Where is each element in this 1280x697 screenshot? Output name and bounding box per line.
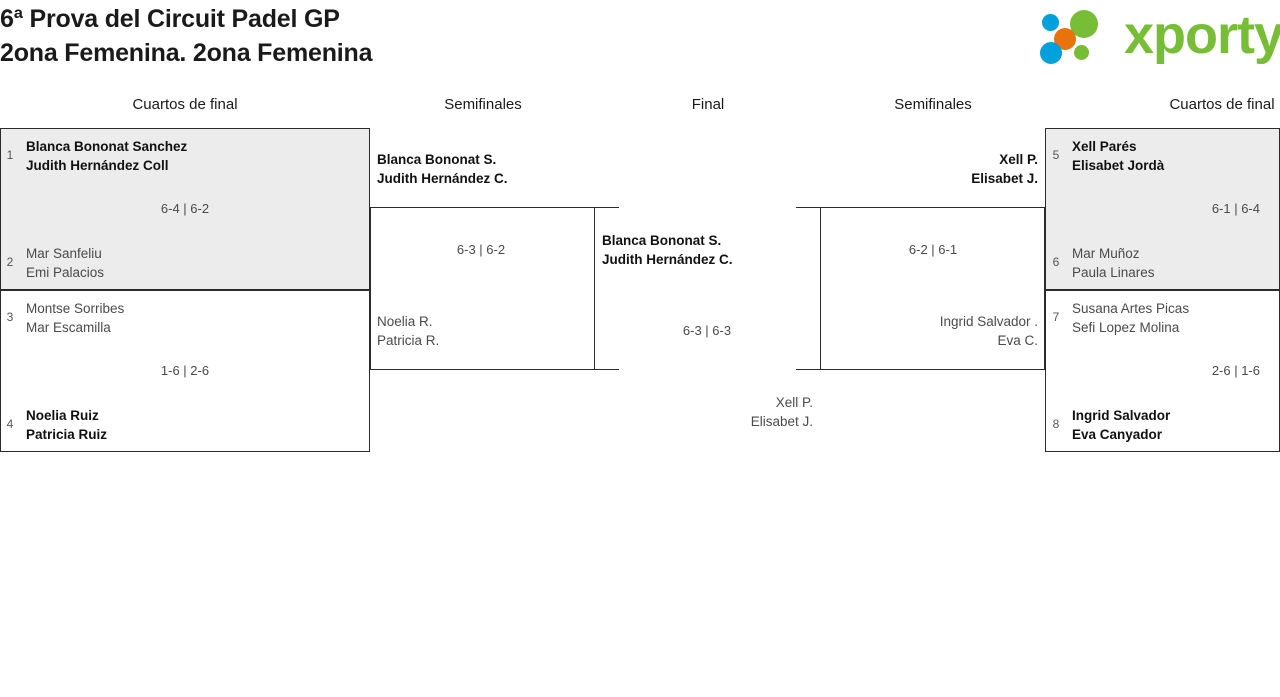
column-header-semifinals-right: Semifinales (894, 96, 972, 113)
team-names-qf2-right-bottom: Ingrid Salvador Eva Canyador (1072, 408, 1171, 442)
connector-sf-left-top (595, 207, 619, 208)
match-box-qf1-right[interactable] (1045, 128, 1280, 290)
xporty-logo[interactable]: xporty (1040, 5, 1280, 66)
seed-number-8: 8 (1052, 417, 1060, 431)
team-names-sf-right-top: Xell P. Elisabet J. (971, 152, 1038, 186)
match-box-semifinal-left[interactable] (370, 207, 595, 370)
team-names-qf2-right-top: Susana Artes Picas Sefi Lopez Molina (1072, 301, 1190, 335)
connector-sf-right-bottom (796, 369, 820, 370)
score-semifinal-right: 6-2 | 6-1 (908, 242, 958, 257)
team-names-qf1-top: Blanca Bononat Sanchez Judith Hernández … (26, 139, 188, 173)
connector-sf-left-bottom (595, 369, 619, 370)
team-names-qf1-bottom: Mar Sanfeliu Emi Palacios (26, 246, 105, 280)
score-qf1-left: 6-4 | 6-2 (160, 201, 210, 216)
seed-number-3: 3 (6, 310, 14, 324)
team-names-sf-left-top: Blanca Bononat S. Judith Hernández C. (377, 152, 508, 186)
score-qf2-right: 2-6 | 1-6 (1211, 363, 1260, 378)
team-names-qf1-right-top: Xell Parés Elisabet Jordà (1072, 139, 1165, 173)
score-qf2-left: 1-6 | 2-6 (160, 363, 210, 378)
logo-dot-green-small (1074, 45, 1089, 60)
title-line-2: 2ona Femenina. 2ona Femenina (0, 39, 373, 67)
seed-number-5: 5 (1052, 148, 1060, 162)
match-box-semifinal-right[interactable] (820, 207, 1045, 370)
seed-number-1: 1 (6, 148, 14, 162)
title-line-1: 6ª Prova del Circuit Padel GP (0, 5, 340, 33)
team-names-sf-left-bottom: Noelia R. Patricia R. (377, 314, 440, 348)
page-title: 6ª Prova del Circuit Padel GP 2ona Femen… (0, 2, 372, 70)
seed-number-7: 7 (1052, 310, 1060, 324)
seed-number-4: 4 (6, 417, 14, 431)
logo-dot-orange (1054, 28, 1076, 50)
team-names-qf1-right-bottom: Mar Muñoz Paula Linares (1072, 246, 1155, 280)
seed-number-6: 6 (1052, 255, 1060, 269)
score-final: 6-3 | 6-3 (682, 323, 732, 338)
logo-dot-blue-large (1040, 42, 1062, 64)
seed-number-2: 2 (6, 255, 14, 269)
match-box-qf1-left[interactable] (0, 128, 370, 290)
match-box-qf2-right[interactable] (1045, 290, 1280, 452)
column-header-final: Final (691, 96, 725, 113)
column-header-quarterfinals-right: Cuartos de final (1169, 96, 1275, 113)
team-names-qf2-top: Montse Sorribes Mar Escamilla (26, 301, 125, 335)
match-box-qf2-left[interactable] (0, 290, 370, 452)
column-header-quarterfinals-left: Cuartos de final (132, 96, 238, 113)
score-qf1-right: 6-1 | 6-4 (1211, 201, 1260, 216)
logo-dot-blue-small (1042, 14, 1059, 31)
team-names-sf-right-bottom: Ingrid Salvador . Eva C. (939, 314, 1038, 348)
team-names-final-winner: Blanca Bononat S. Judith Hernández C. (602, 233, 733, 267)
logo-wordmark: xporty (1124, 5, 1280, 65)
score-semifinal-left: 6-3 | 6-2 (456, 242, 506, 257)
team-names-qf2-bottom: Noelia Ruiz Patricia Ruiz (26, 408, 108, 442)
connector-sf-right-top (796, 207, 820, 208)
column-header-semifinals-left: Semifinales (444, 96, 522, 113)
team-names-final-runner-up: Xell P. Elisabet J. (750, 395, 813, 429)
logo-dots-icon (1040, 10, 1122, 64)
